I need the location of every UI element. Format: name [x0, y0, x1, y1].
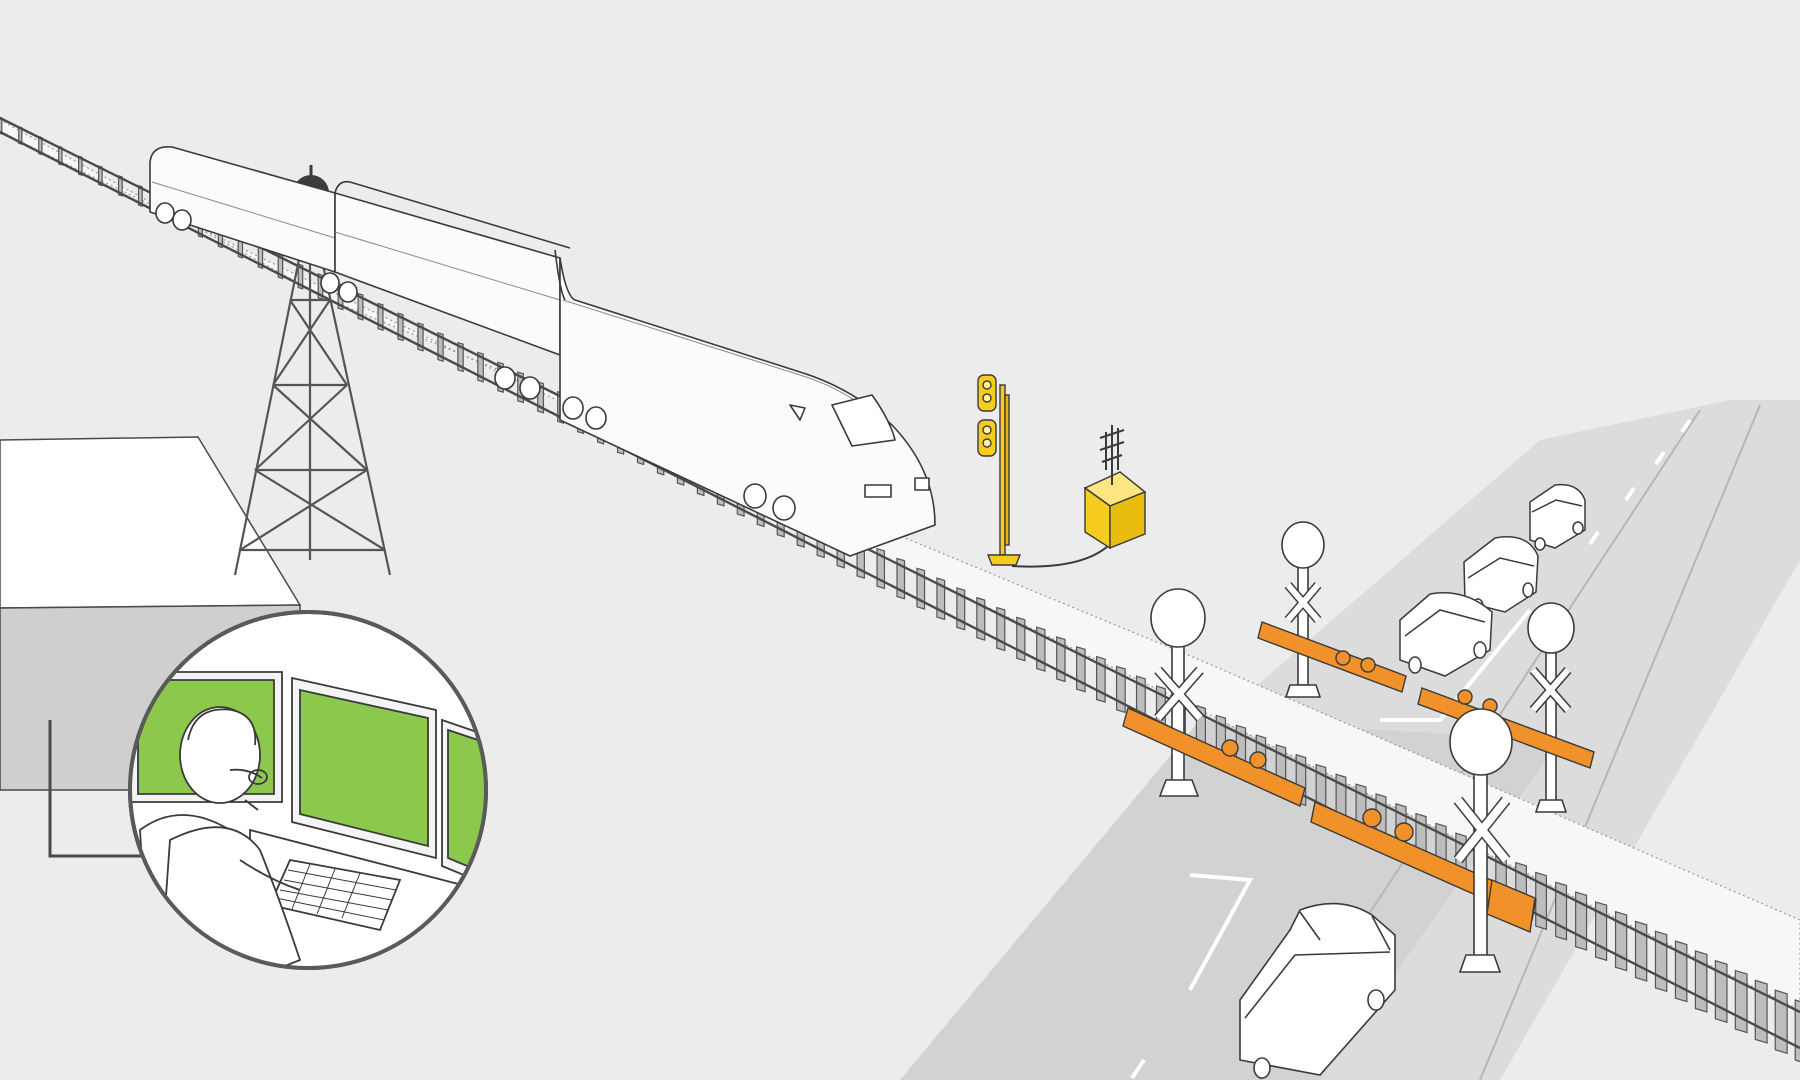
road-edge-right — [1479, 404, 1761, 1080]
track-tie — [417, 322, 424, 352]
crossing-signal-far-right — [1527, 602, 1575, 813]
train-wheels — [155, 202, 796, 521]
track-tie — [357, 292, 364, 321]
lane-dashes — [1130, 418, 1692, 1080]
crossing-signal-near-right — [1449, 708, 1513, 973]
pickup-truck — [1239, 902, 1396, 1079]
track-tie — [117, 175, 123, 197]
track-tie — [97, 165, 103, 187]
stop-line-far — [1380, 608, 1532, 722]
trackside-radio-box — [1083, 425, 1147, 550]
crossing-signal-far-left — [1281, 521, 1325, 698]
stop-line-near — [1188, 873, 1254, 991]
track-tie — [297, 263, 304, 290]
vehicle-far-3 — [1399, 592, 1493, 677]
train-headlight — [864, 484, 892, 498]
track-tie — [437, 332, 444, 362]
track-tie — [477, 351, 484, 383]
train-headlight-right — [914, 477, 930, 491]
vehicle-far-1 — [1529, 483, 1586, 551]
track-tie — [397, 312, 404, 342]
keyboard-icon — [268, 858, 402, 932]
wayside-signal — [977, 374, 1022, 566]
operator-glasses — [229, 768, 263, 779]
vehicle-far-2 — [1463, 536, 1539, 614]
monitor-center — [291, 676, 437, 860]
high-speed-train — [149, 145, 936, 557]
crossing-gate-near-left — [1122, 707, 1306, 807]
track-tie — [377, 302, 384, 331]
radio-antenna-icon — [1099, 425, 1125, 485]
track-tie — [137, 184, 143, 208]
track-tie — [457, 341, 464, 373]
train-windshield — [831, 394, 896, 447]
signal-cable — [1011, 545, 1109, 568]
